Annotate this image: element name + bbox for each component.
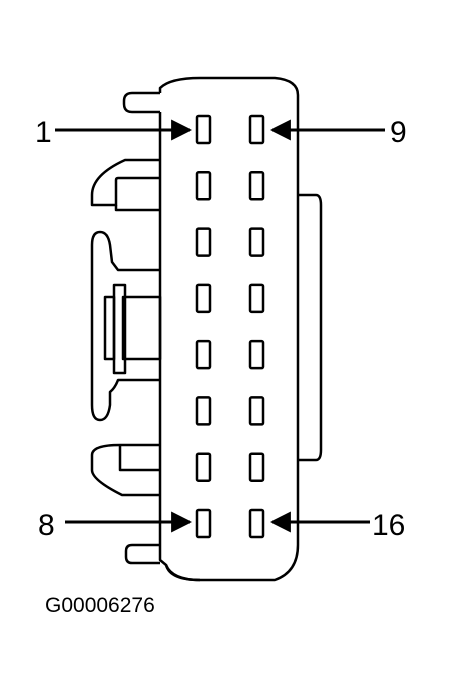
bottom-latch-tab — [124, 543, 160, 565]
pin-cavity-2 — [195, 171, 212, 201]
pin-cavity-4 — [195, 283, 212, 314]
figure-code: G00006276 — [45, 594, 155, 617]
pin-cavity-14 — [248, 396, 265, 426]
lower-side-bracket — [90, 443, 160, 497]
pin-16-label: 16 — [372, 509, 405, 542]
right-side-rib — [298, 193, 323, 462]
pin-cavity-12 — [248, 283, 265, 314]
pin-8-label: 8 — [38, 509, 55, 542]
upper-side-bracket — [90, 158, 160, 207]
pin-cavity-16 — [248, 508, 265, 539]
pin-cavity-6 — [195, 396, 212, 426]
pin-cavity-1 — [195, 114, 212, 145]
pin-cavity-13 — [248, 339, 265, 370]
pin-cavity-10 — [248, 171, 265, 201]
lock-plate — [103, 295, 116, 361]
pin-cavity-9 — [248, 114, 265, 145]
upper-bracket-slot — [114, 205, 160, 212]
connector-body — [158, 76, 300, 582]
pin-cavity-3 — [195, 227, 212, 257]
pin-cavity-7 — [195, 452, 212, 482]
bottom-band — [164, 564, 201, 582]
lower-bracket-slot — [118, 445, 160, 472]
pin-1-label: 1 — [35, 116, 52, 149]
pin-cavity-5 — [195, 339, 212, 370]
lock-housing — [121, 295, 162, 361]
top-latch-tab — [122, 91, 160, 114]
pin-cavity-8 — [195, 508, 212, 539]
pin-9-label: 9 — [390, 116, 407, 149]
pin-cavity-15 — [248, 452, 265, 482]
latch-arm — [90, 230, 160, 422]
pin-cavity-11 — [248, 227, 265, 257]
